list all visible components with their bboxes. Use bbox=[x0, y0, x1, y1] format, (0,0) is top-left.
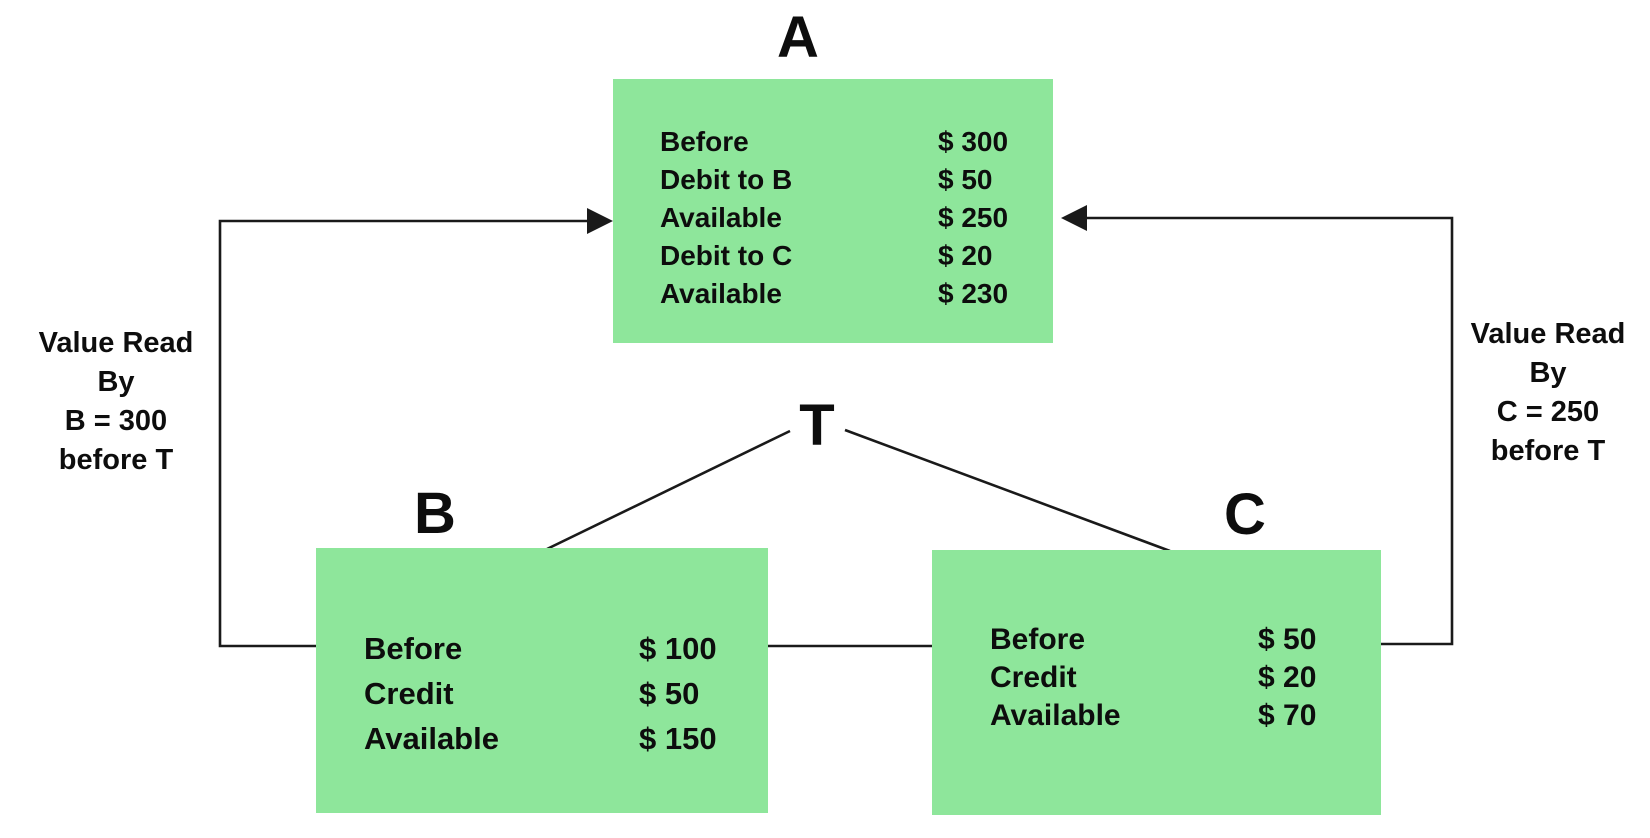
b-to-a-feedback-line bbox=[218, 219, 588, 648]
row-label: Available bbox=[990, 699, 1121, 732]
row-value: $ 250 bbox=[938, 202, 1009, 233]
table-row: Available $ 70 bbox=[990, 697, 1381, 735]
row-value: $ 50 bbox=[639, 676, 700, 711]
table-row: Credit $ 50 bbox=[364, 671, 768, 716]
row-value: $ 70 bbox=[1258, 699, 1317, 732]
row-value: $ 230 bbox=[938, 278, 1009, 309]
node-label-c: C bbox=[1224, 482, 1266, 547]
arrowhead-right-icon bbox=[587, 208, 613, 234]
row-label: Available bbox=[660, 202, 782, 233]
annotation-line: before T bbox=[58, 444, 174, 476]
t-to-c-line bbox=[844, 428, 1171, 553]
node-label-t: T bbox=[799, 393, 835, 458]
node-label-b: B bbox=[414, 481, 456, 546]
t-to-b-line bbox=[546, 429, 791, 551]
node-label-a: A bbox=[777, 5, 819, 70]
row-label: Before bbox=[990, 623, 1086, 656]
account-c-box: Before $ 50 Credit $ 20 Available $ 70 bbox=[932, 550, 1381, 815]
row-value: $ 50 bbox=[1258, 623, 1317, 656]
row-value: $ 300 bbox=[938, 126, 1009, 157]
row-label: Available bbox=[364, 721, 499, 756]
table-row: Available $ 150 bbox=[364, 716, 768, 761]
value-read-by-b-annotation: Value Read By B = 300 before T bbox=[6, 324, 226, 480]
annotation-line: By bbox=[1529, 357, 1567, 389]
table-row: Available $ 230 bbox=[660, 275, 1053, 313]
row-value: $ 150 bbox=[639, 721, 717, 756]
annotation-line: B = 300 bbox=[64, 405, 168, 437]
row-label: Credit bbox=[990, 661, 1077, 694]
account-a-box: Before $ 300 Debit to B $ 50 Available $… bbox=[613, 79, 1053, 343]
annotation-line: C = 250 bbox=[1496, 396, 1600, 428]
table-row: Available $ 250 bbox=[660, 199, 1053, 237]
row-value: $ 20 bbox=[938, 240, 993, 271]
row-value: $ 50 bbox=[938, 164, 993, 195]
row-label: Before bbox=[364, 631, 463, 666]
c-to-a-feedback-line bbox=[1086, 216, 1454, 646]
row-label: Before bbox=[660, 126, 749, 157]
row-label: Available bbox=[660, 278, 782, 309]
table-row: Before $ 300 bbox=[660, 123, 1053, 161]
annotation-line: before T bbox=[1490, 435, 1606, 467]
table-row: Debit to B $ 50 bbox=[660, 161, 1053, 199]
value-read-by-c-annotation: Value Read By C = 250 before T bbox=[1438, 315, 1650, 471]
annotation-line: By bbox=[97, 366, 135, 398]
annotation-line: Value Read bbox=[1470, 318, 1626, 350]
table-row: Credit $ 20 bbox=[990, 659, 1381, 697]
table-row: Before $ 50 bbox=[990, 621, 1381, 659]
annotation-line: Value Read bbox=[38, 327, 194, 359]
row-label: Debit to C bbox=[660, 240, 793, 271]
row-value: $ 100 bbox=[639, 631, 717, 666]
row-label: Credit bbox=[364, 676, 454, 711]
table-row: Before $ 100 bbox=[364, 626, 768, 671]
account-b-box: Before $ 100 Credit $ 50 Available $ 150 bbox=[316, 548, 768, 813]
row-value: $ 20 bbox=[1258, 661, 1317, 694]
row-label: Debit to B bbox=[660, 164, 793, 195]
arrowhead-left-icon bbox=[1061, 205, 1087, 231]
table-row: Debit to C $ 20 bbox=[660, 237, 1053, 275]
